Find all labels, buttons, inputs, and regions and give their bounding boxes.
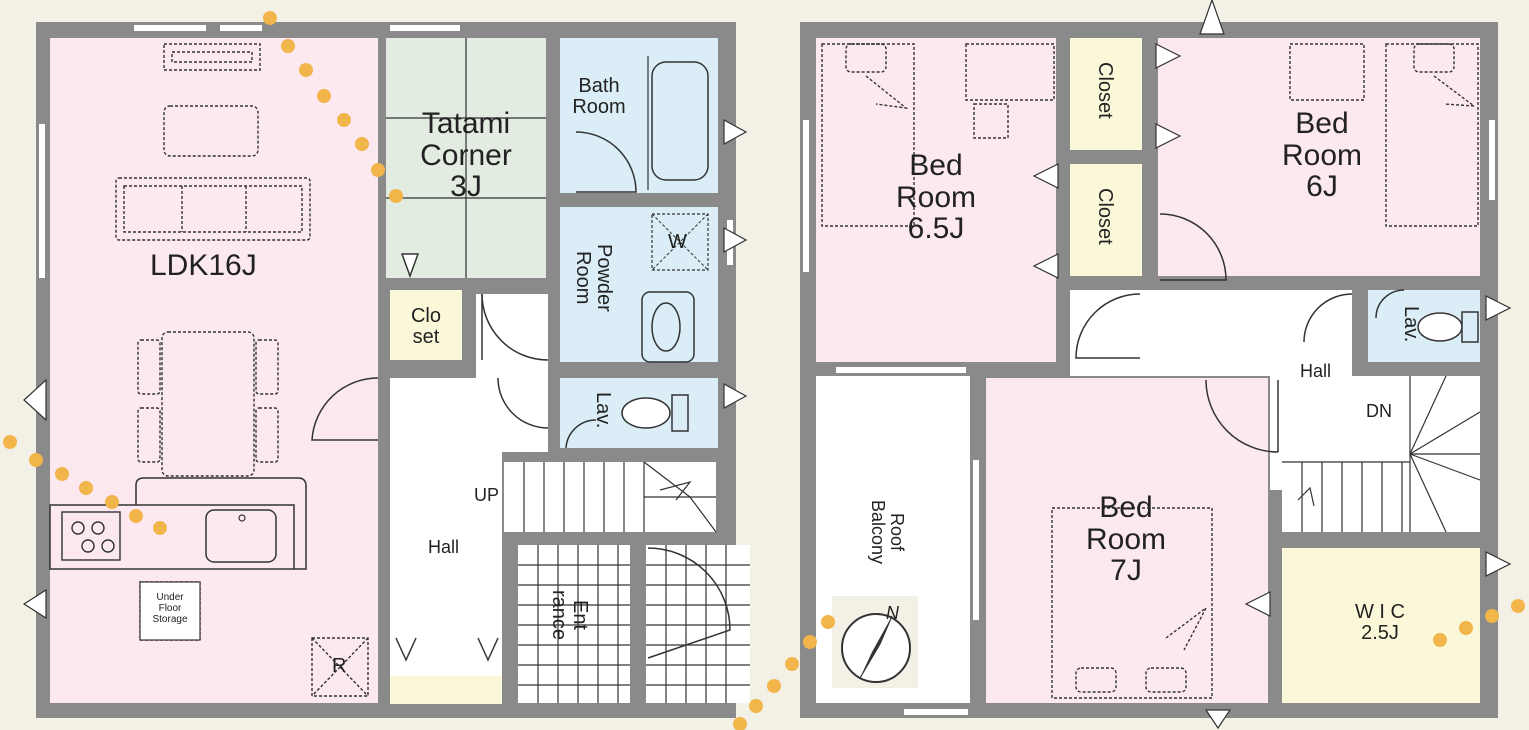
kitchen-counter <box>49 504 295 570</box>
under-floor-line2: Floor <box>158 603 182 614</box>
roof-balcony-line1: Roof <box>886 513 907 552</box>
powder-room-label: Powder Room <box>572 244 615 312</box>
windows-2f <box>803 120 1495 715</box>
toilet-bowl-2f <box>1417 312 1463 342</box>
bathtub <box>651 61 709 181</box>
closet-b <box>1070 164 1142 276</box>
bedroom-6-line1: Bed <box>1295 107 1349 140</box>
dn-label: DN <box>1366 401 1392 421</box>
closet-1f <box>390 290 462 360</box>
floor2-plan <box>800 0 1512 730</box>
sun-path-dots <box>3 11 1525 730</box>
closet-1f-label-line1: Clo <box>410 305 441 327</box>
entrance-label: Ent rance <box>548 590 591 641</box>
bedroom-7 <box>986 378 1268 703</box>
compass <box>832 596 918 688</box>
tatami-label-line3: 3J <box>450 170 482 203</box>
roof-balcony-label: Roof Balcony <box>867 500 907 565</box>
closet-b-label: Closet <box>1094 188 1116 245</box>
windows-1f <box>39 25 733 278</box>
closet-1f-label-line2: set <box>412 326 440 348</box>
tatami-mats <box>386 38 546 278</box>
tatami-label-line1: Tatami <box>421 107 511 140</box>
tatami-label: Tatami Corner 3J <box>406 108 526 203</box>
lav-1f-label: Lav. <box>592 392 614 429</box>
cooktop <box>61 511 121 561</box>
washer-space <box>651 213 709 271</box>
fridge-label: R <box>332 655 347 677</box>
entrance-label-line1: Ent <box>569 600 591 631</box>
wic-label: W I C 2.5J <box>1340 602 1420 644</box>
roof-balcony-line2: Balcony <box>867 500 888 565</box>
closet-1f-label: Clo set <box>394 306 458 348</box>
entrance-storage <box>646 545 750 703</box>
bedroom-6-line3: 6J <box>1306 170 1338 203</box>
kitchen-sink <box>205 509 277 563</box>
wic <box>1282 548 1480 703</box>
bedroom-7-line1: Bed <box>1099 491 1153 524</box>
bath-room-label-line1: Bath <box>578 75 620 97</box>
bedroom-6-5-line2: Room <box>895 180 977 214</box>
tatami-label-line2: Corner <box>420 138 512 172</box>
under-floor-storage-box <box>139 581 201 641</box>
vanity-sink <box>641 291 695 363</box>
bedroom-6-5 <box>816 38 1056 362</box>
doors-1f <box>311 131 731 662</box>
bedroom-6-5-label: Bed Room 6.5J <box>880 150 992 245</box>
bedroom-7-line3: 7J <box>1110 554 1142 587</box>
stair-treads-1f <box>523 461 717 533</box>
toilet-tank-1f <box>671 394 689 432</box>
entrance-label-line2: rance <box>548 590 570 641</box>
bath-room-label-line2: Room <box>572 96 626 118</box>
bedroom-7-label: Bed Room 7J <box>1074 492 1178 587</box>
window-vents-1f <box>22 118 748 620</box>
toilet-bowl-1f <box>621 397 671 429</box>
powder-room-label-line2: Room <box>572 251 594 305</box>
wic-label-line2: 2.5J <box>1361 622 1399 644</box>
bedroom-6-line2: Room <box>1281 138 1363 172</box>
ldk-furniture <box>115 43 369 697</box>
under-floor-line3: Storage <box>152 614 188 625</box>
up-label: UP <box>474 485 500 505</box>
compass-north-label: N <box>886 603 899 623</box>
lav-2f-label: Lav. <box>1400 306 1422 343</box>
hall-1f-label: Hall <box>428 537 460 557</box>
beds-2f <box>821 43 1479 699</box>
under-floor-line1: Under <box>156 592 184 603</box>
washer-label: W <box>668 231 687 253</box>
ldk-room <box>50 38 378 703</box>
bedroom-6-5-line3: 6.5J <box>907 212 965 245</box>
stair-treads-2f <box>1282 375 1481 533</box>
doors-2f <box>1075 213 1405 453</box>
hall-2f-label: Hall <box>1300 361 1332 381</box>
bedroom-6 <box>1158 38 1480 276</box>
shoe-box <box>390 676 502 704</box>
closet-door-markers <box>1032 43 1512 617</box>
closet-a-label: Closet <box>1094 62 1116 119</box>
bath-room-label: Bath Room <box>566 76 632 118</box>
floor1-plan <box>22 22 750 718</box>
powder-room-label-line1: Powder <box>593 244 615 312</box>
ldk-label: LDK16J <box>150 249 257 282</box>
wic-label-line1: W I C <box>1355 601 1405 623</box>
entrance-floor <box>518 545 630 703</box>
bedroom-6-5-line1: Bed <box>909 149 963 182</box>
bedroom-6-label: Bed Room 6J <box>1270 108 1374 203</box>
under-floor-storage-label: Under Floor Storage <box>142 592 198 625</box>
bedroom-7-line2: Room <box>1085 522 1167 556</box>
closet-a <box>1070 38 1142 150</box>
